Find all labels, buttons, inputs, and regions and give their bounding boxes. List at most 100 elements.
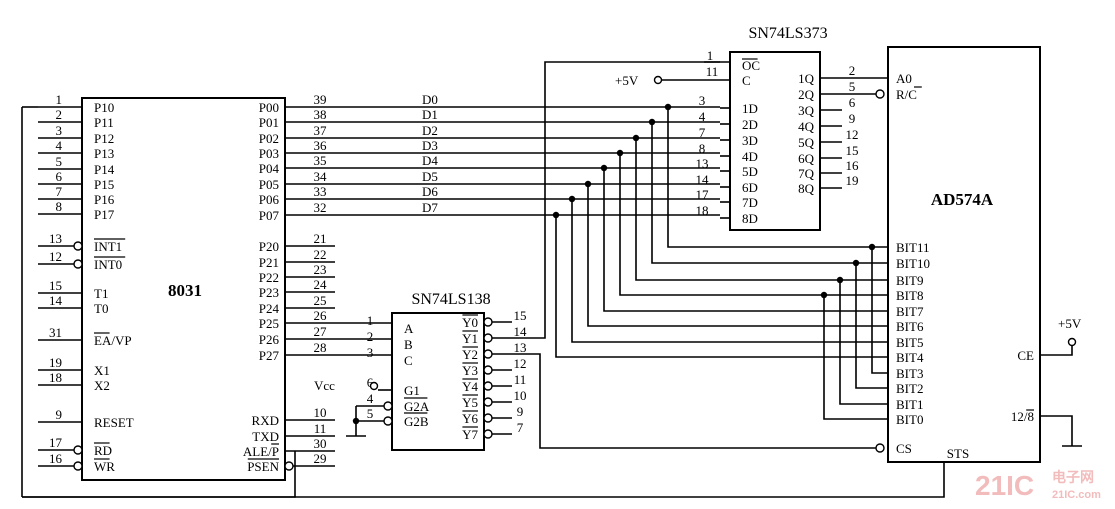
chip-138-out-Y7-label: Y7 [462, 427, 478, 442]
wrap-BIT2-wire [855, 263, 888, 389]
pin-P27-label: P27 [259, 348, 280, 363]
chip-574-pin-R-C-label: R/C [896, 87, 917, 102]
pin-P14-label: P14 [94, 162, 115, 177]
chip-138-pin-G1-number: 6 [367, 375, 374, 390]
chip-138-out-Y2-label: Y2 [462, 347, 478, 362]
pin-P04-label: P04 [259, 161, 280, 176]
chip-373-7D-number: 17 [696, 187, 710, 202]
bus-to-BIT5-wire [571, 199, 888, 343]
chip-373-C-label: C [742, 73, 751, 88]
ce-wire [1040, 346, 1073, 356]
pin-X2-label: X2 [94, 378, 110, 393]
chip-138-out-Y7-bubble [483, 429, 493, 439]
chip-138-out-Y1-bubble [483, 333, 493, 343]
watermark-url: 21IC.com [1052, 489, 1101, 501]
pin-X1-number: 19 [49, 355, 62, 370]
chip-138-pin-A-label: A [404, 321, 414, 336]
pin-P07-number: 32 [314, 200, 327, 215]
chip-138-out-Y6-label: Y6 [462, 411, 478, 426]
chip-138-out-Y1-label: Y1 [462, 331, 478, 346]
pin-INT0-bubble [73, 259, 83, 269]
pin-P23-number: 24 [314, 277, 328, 292]
chip-138-pin-A-number: 1 [367, 313, 374, 328]
chip-138-out-Y5-label: Y5 [462, 395, 478, 410]
wrap-BIT1-wire [839, 280, 888, 405]
supply-5v-terminal [653, 75, 663, 85]
pin-T1-number: 15 [49, 278, 62, 293]
chip-138-out-Y7-number: 7 [517, 420, 524, 435]
pin-INT0-number: 12 [49, 249, 62, 264]
chip-373-4D-number: 8 [699, 141, 706, 156]
pin-P06-number: 33 [314, 184, 327, 199]
wrap-BIT0-wire [823, 295, 888, 420]
pin-P24-label: P24 [259, 301, 280, 316]
pin-INT1-label: INT1 [94, 239, 122, 254]
bus-to-BIT6-wire [587, 184, 888, 327]
pin-P03-number: 36 [314, 138, 328, 153]
bus-to-BIT9-wire [635, 138, 888, 281]
pin-P02-number: 37 [314, 123, 328, 138]
chip-574-pin-BIT0-label: BIT0 [896, 412, 923, 427]
chip-138-out-Y3-number: 12 [514, 356, 527, 371]
pin-P17-label: P17 [94, 207, 115, 222]
chip-373-6D-number: 14 [696, 172, 710, 187]
chip-138-out-Y5-bubble [483, 397, 493, 407]
chip-574-RC-bubble [875, 89, 885, 99]
bus-to-BIT11-wire [667, 107, 888, 248]
chip-373-3Q-label: 3Q [798, 103, 815, 118]
chip-373-6D-label: 6D [742, 180, 758, 195]
chip-373-C-number: 11 [706, 64, 719, 79]
pin-P12-number: 3 [56, 123, 63, 138]
pin-WR-number: 16 [49, 451, 63, 466]
chip-138-out-Y2-number: 13 [514, 340, 527, 355]
watermark-brand: 21IC [975, 470, 1034, 501]
chip-373-3D-number: 7 [699, 125, 706, 140]
chip-8031-body [81, 97, 286, 481]
chip-574-pin-BIT5-label: BIT5 [896, 335, 923, 350]
pin-P26-label: P26 [259, 332, 280, 347]
chip-138-title: SN74LS138 [411, 291, 490, 308]
pin-P10-number: 1 [56, 92, 63, 107]
chip-138-out-Y6-number: 9 [517, 404, 524, 419]
pin-RD-bubble [73, 445, 83, 455]
chip-138-pin-C-number: 3 [367, 345, 374, 360]
data-bus-D1-label: D1 [422, 107, 438, 122]
pin-RXD-number: 10 [314, 405, 327, 420]
chip-574-CE-label: CE [1017, 348, 1034, 363]
pin-EA/VP-label: EA/VP [94, 333, 132, 348]
chip-373-OC-number: 1 [707, 48, 714, 63]
pin-P26-number: 27 [314, 324, 328, 339]
pin-WR-bubble [73, 461, 83, 471]
pin-TXD-number: 11 [314, 421, 327, 436]
data-bus-D4-label: D4 [422, 153, 438, 168]
chip-373-OC-label: OC [742, 58, 760, 73]
data-bus-D2-label: D2 [422, 123, 438, 138]
chip-138-out-Y3-label: Y3 [462, 363, 478, 378]
chip-138-pin-G2A-number: 4 [367, 391, 374, 406]
bus-to-BIT10-wire [651, 122, 888, 264]
pin-RD-label: RD [94, 443, 112, 458]
bus-to-BIT4-wire [555, 215, 888, 358]
chip-373-7Q-label: 7Q [798, 166, 815, 181]
data-bus-D0-label: D0 [422, 92, 438, 107]
static-layer: 80311P102P113P124P135P146P157P168P1713IN… [21, 25, 1101, 501]
watermark-cn: 电子网 [1052, 469, 1094, 485]
pin-T0-label: T0 [94, 301, 108, 316]
pin-P15-label: P15 [94, 177, 114, 192]
chip-373-5Q-label: 5Q [798, 135, 815, 150]
chip-373-8D-label: 8D [742, 211, 758, 226]
chip-373-2Q-label: 2Q [798, 87, 815, 102]
pin-P25-label: P25 [259, 316, 279, 331]
chip-574-pin-BIT2-label: BIT2 [896, 381, 923, 396]
pin-P07-label: P07 [259, 208, 280, 223]
chip-373-8Q-label: 8Q [798, 181, 815, 196]
chip-373-8D-number: 18 [696, 203, 709, 218]
pin-T1-label: T1 [94, 286, 108, 301]
data-bus-D7-label: D7 [422, 200, 438, 215]
chip-373-5Q-number: 12 [846, 127, 859, 142]
12-8-wire [1040, 415, 1073, 446]
chip-373-4Q-number: 9 [849, 111, 856, 126]
pin-X2-number: 18 [49, 370, 62, 385]
chip-574-pin-BIT3-label: BIT3 [896, 366, 923, 381]
